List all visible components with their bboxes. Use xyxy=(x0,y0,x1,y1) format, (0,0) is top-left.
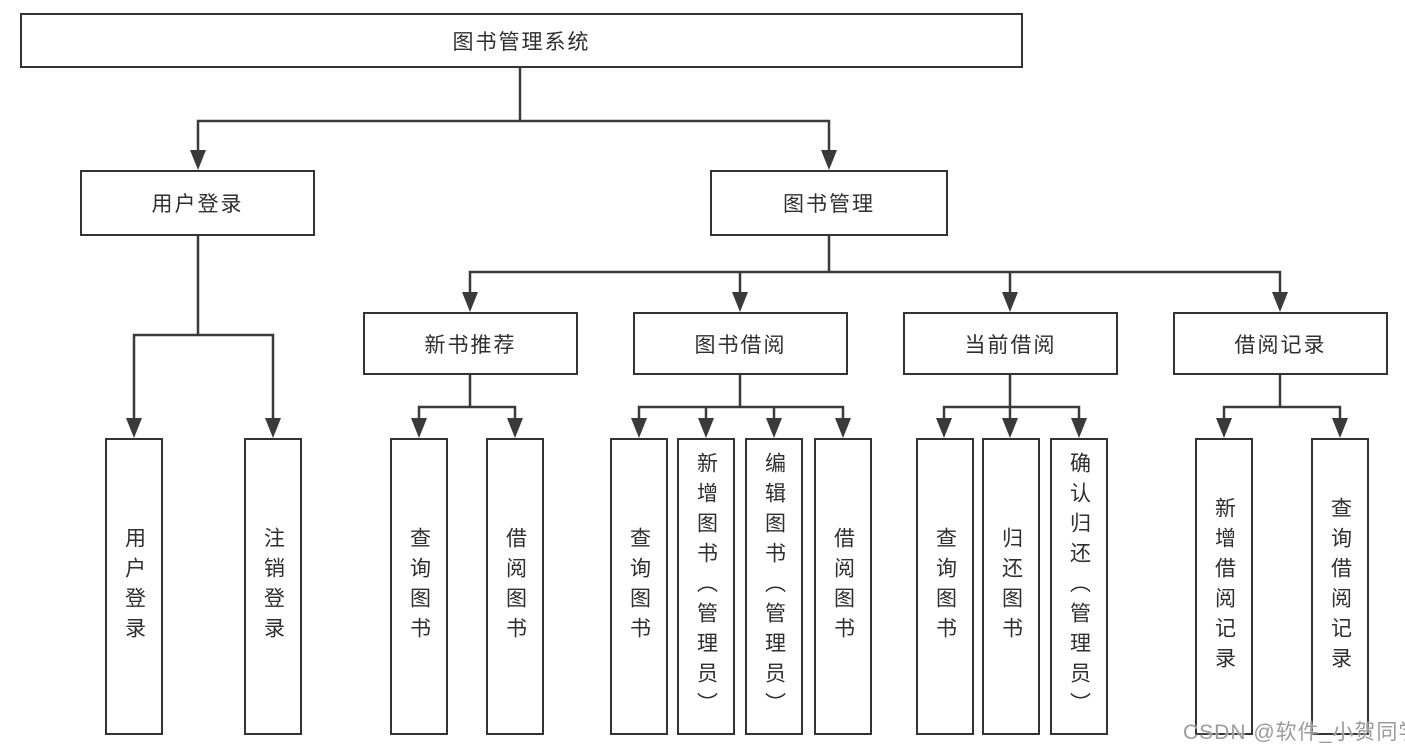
node-book-borrowing: 图书借阅 xyxy=(633,312,848,375)
node-label: 新书推荐 xyxy=(424,333,517,357)
leaf-borrow-books: 借阅图书 xyxy=(814,438,872,735)
leaf-query-books-borrow: 查询图书 xyxy=(610,438,668,735)
node-label: 确认归还（管理员） xyxy=(1067,451,1091,722)
node-label: 用户登录 xyxy=(122,526,146,647)
leaf-query-borrow-record: 查询借阅记录 xyxy=(1311,438,1369,735)
node-label: 归还图书 xyxy=(999,526,1023,647)
node-label: 借阅记录 xyxy=(1234,333,1327,357)
node-label: 图书管理系统 xyxy=(452,30,591,54)
node-borrowing-records: 借阅记录 xyxy=(1173,312,1388,375)
leaf-borrow-books-recommend: 借阅图书 xyxy=(486,438,544,735)
node-new-book-recommendation: 新书推荐 xyxy=(363,312,578,375)
leaf-user-login: 用户登录 xyxy=(105,438,163,735)
node-label: 新增借阅记录 xyxy=(1212,496,1236,677)
node-label: 查询借阅记录 xyxy=(1328,496,1352,677)
leaf-logout: 注销登录 xyxy=(244,438,302,735)
node-label: 当前借阅 xyxy=(964,333,1057,357)
node-label: 新增图书（管理员） xyxy=(694,451,718,722)
node-label: 查询图书 xyxy=(933,526,957,647)
node-label: 图书借阅 xyxy=(694,333,787,357)
node-label: 借阅图书 xyxy=(831,526,855,647)
node-label: 编辑图书（管理员） xyxy=(762,451,786,722)
node-current-borrowing: 当前借阅 xyxy=(903,312,1118,375)
node-book-management: 图书管理 xyxy=(710,170,948,236)
leaf-return-books: 归还图书 xyxy=(982,438,1040,735)
node-label: 图书管理 xyxy=(783,193,875,216)
leaf-confirm-return-admin: 确认归还（管理员） xyxy=(1050,438,1108,735)
node-label: 用户登录 xyxy=(151,193,244,216)
node-label: 注销登录 xyxy=(261,526,285,647)
node-label: 查询图书 xyxy=(627,526,651,647)
node-user-login: 用户登录 xyxy=(80,170,315,236)
leaf-edit-books-admin: 编辑图书（管理员） xyxy=(745,438,803,735)
leaf-query-books-current: 查询图书 xyxy=(916,438,974,735)
leaf-add-borrow-record: 新增借阅记录 xyxy=(1195,438,1253,735)
leaf-query-books-recommend: 查询图书 xyxy=(390,438,448,735)
node-label: 借阅图书 xyxy=(503,526,527,647)
node-label: 查询图书 xyxy=(407,526,431,647)
node-library-management-system: 图书管理系统 xyxy=(20,13,1023,68)
leaf-add-books-admin: 新增图书（管理员） xyxy=(677,438,735,735)
csdn-watermark: CSDN @软件_小贺同学 xyxy=(1183,721,1405,744)
